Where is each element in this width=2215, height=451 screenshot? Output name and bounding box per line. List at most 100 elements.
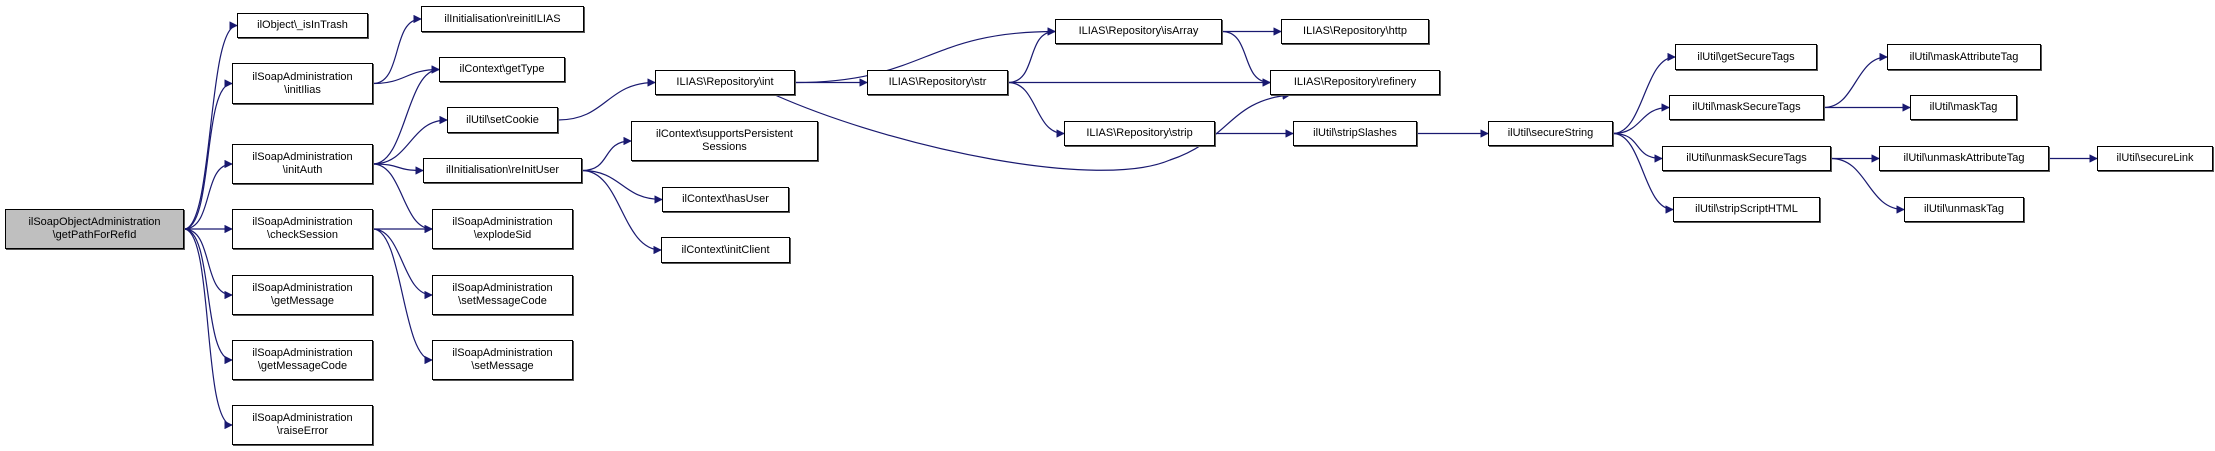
node-label-line: \checkSession: [267, 229, 338, 241]
node-mask-secure-tags[interactable]: ilUtil\maskSecureTags: [1669, 95, 1824, 120]
edge-root-to-raise-error: [183, 228, 233, 430]
node-label-line: ilUtil\maskAttributeTag: [1909, 50, 2019, 63]
node-is-in-trash[interactable]: ilObject\_isInTrash: [237, 13, 368, 38]
node-refinery[interactable]: ILIAS\Repository\refinery: [1270, 70, 1440, 95]
node-label-line: \explodeSid: [473, 229, 532, 241]
edge-init-ilias-to-reinit-ilias: [372, 14, 422, 85]
node-strip-script-html[interactable]: ilUtil\stripScriptHTML: [1673, 197, 1820, 222]
node-init-client[interactable]: ilContext\initClient: [661, 237, 790, 263]
node-label-line: ILIAS\Repository\strip: [1086, 127, 1193, 139]
node-init-ilias[interactable]: ilSoapAdministration\initIlias: [232, 63, 373, 104]
node-label-line: ILIAS\Repository\int: [676, 76, 774, 88]
edge-check-session-to-set-message-code: [372, 228, 433, 300]
node-get-message-code[interactable]: ilSoapAdministration\getMessageCode: [232, 340, 373, 380]
node-label-line: ilUtil\getSecureTags: [1697, 50, 1795, 63]
node-http[interactable]: ILIAS\Repository\http: [1281, 19, 1429, 44]
node-label-line: ilUtil\secureLink: [2116, 152, 2194, 164]
edge-is-array-to-refinery: [1221, 30, 1271, 87]
node-label-line: ilUtil\maskTag: [1929, 101, 1998, 113]
edge-init-auth-to-get-type: [372, 65, 440, 165]
edge-int-to-refinery: [774, 91, 1291, 171]
edge-root-to-get-message: [183, 228, 233, 300]
node-secure-string[interactable]: ilUtil\secureString: [1488, 121, 1613, 146]
edge-secure-string-to-unmask-secure-tags: [1612, 132, 1663, 163]
node-label-line: ilUtil\stripScriptHTML: [1695, 203, 1798, 215]
node-label-line: \getMessage: [271, 295, 334, 307]
node-label-line: ilInitialisation\reInitUser: [445, 164, 560, 176]
node-label-line: \setMessage: [471, 360, 534, 372]
node-re-init-user[interactable]: ilInitialisation\reInitUser: [423, 158, 582, 183]
node-label-line: ilSoapAdministration: [252, 216, 353, 228]
node-get-message[interactable]: ilSoapAdministration\getMessage: [232, 275, 373, 315]
node-get-type[interactable]: ilContext\getType: [439, 57, 565, 82]
node-secure-link[interactable]: ilUtil\secureLink: [2097, 146, 2213, 171]
node-label-line: ilSoapAdministration: [252, 347, 353, 359]
node-label-line: ILIAS\Repository\str: [888, 76, 987, 88]
edge-root-to-init-auth: [183, 159, 233, 230]
node-set-message-code[interactable]: ilSoapAdministration\setMessageCode: [432, 275, 573, 315]
node-label-line: ilSoapObjectAdministration: [28, 216, 161, 228]
edge-unmask-secure-tags-to-unmask-tag: [1830, 157, 1905, 214]
node-label-line: ilSoapAdministration: [252, 282, 353, 294]
node-set-cookie[interactable]: ilUtil\setCookie: [447, 107, 558, 133]
node-mask-attribute-tag[interactable]: ilUtil\maskAttributeTag: [1887, 44, 2041, 70]
node-label-line: ilUtil\unmaskTag: [1923, 203, 2005, 215]
node-label-line: ilUtil\secureString: [1507, 127, 1594, 139]
node-label-line: \initAuth: [282, 164, 323, 176]
edge-secure-string-to-strip-script-html: [1612, 132, 1674, 214]
edge-init-auth-to-re-init-user: [372, 163, 424, 175]
node-unmask-attribute-tag[interactable]: ilUtil\unmaskAttributeTag: [1879, 146, 2049, 171]
node-int[interactable]: ILIAS\Repository\int: [655, 70, 795, 95]
node-label-line: ilSoapAdministration: [452, 216, 553, 228]
node-unmask-secure-tags[interactable]: ilUtil\unmaskSecureTags: [1662, 146, 1831, 171]
node-label-line: ilContext\getType: [459, 63, 545, 75]
edge-secure-string-to-mask-secure-tags: [1612, 103, 1670, 135]
edge-re-init-user-to-init-client: [581, 169, 662, 255]
edge-secure-string-to-get-secure-tags: [1612, 52, 1676, 135]
node-has-user[interactable]: ilContext\hasUser: [662, 187, 789, 212]
edge-re-init-user-to-supports-persistent-sessions: [581, 136, 632, 172]
edge-int-to-is-array: [794, 27, 1056, 84]
edge-check-session-to-set-message: [372, 228, 433, 365]
node-unmask-tag[interactable]: ilUtil\unmaskTag: [1904, 197, 2024, 222]
node-is-array[interactable]: ILIAS\Repository\isArray: [1055, 19, 1222, 44]
node-mask-tag[interactable]: ilUtil\maskTag: [1910, 95, 2017, 120]
edge-re-init-user-to-has-user: [581, 169, 663, 204]
node-label-line: \getMessageCode: [257, 360, 348, 372]
node-label-line: ILIAS\Repository\refinery: [1293, 76, 1417, 88]
node-label-line: ilContext\supportsPersistent: [656, 128, 793, 140]
node-init-auth[interactable]: ilSoapAdministration\initAuth: [232, 144, 373, 184]
node-label-line: ilUtil\setCookie: [466, 113, 539, 126]
node-label-line: ilObject\_isInTrash: [257, 19, 348, 31]
edge-set-cookie-to-int: [557, 78, 656, 121]
node-label-line: ilSoapAdministration: [252, 412, 353, 424]
node-strip-slashes[interactable]: ilUtil\stripSlashes: [1293, 121, 1417, 146]
node-strip[interactable]: ILIAS\Repository\strip: [1064, 121, 1215, 146]
node-set-message[interactable]: ilSoapAdministration\setMessage: [432, 340, 573, 380]
node-label-line: ilUtil\unmaskAttributeTag: [1903, 152, 2025, 164]
edge-init-auth-to-explode-sid: [372, 163, 433, 234]
node-get-secure-tags[interactable]: ilUtil\getSecureTags: [1675, 44, 1817, 70]
node-check-session[interactable]: ilSoapAdministration\checkSession: [232, 209, 373, 249]
node-label-line: ilContext\hasUser: [682, 193, 769, 205]
edge-str-to-strip: [1007, 81, 1065, 138]
node-explode-sid[interactable]: ilSoapAdministration\explodeSid: [432, 209, 573, 249]
node-label-line: \setMessageCode: [458, 295, 547, 307]
edge-str-to-is-array: [1007, 27, 1056, 84]
node-root: ilSoapObjectAdministration\getPathForRef…: [5, 209, 184, 249]
node-label-line: ilSoapAdministration: [252, 151, 353, 163]
node-reinit-ilias[interactable]: ilInitialisation\reinitILIAS: [421, 6, 584, 32]
node-label-line: ilUtil\stripSlashes: [1313, 127, 1397, 139]
node-label-line: ilSoapAdministration: [452, 282, 553, 294]
edge-mask-secure-tags-to-mask-attribute-tag: [1823, 52, 1888, 109]
node-str[interactable]: ILIAS\Repository\str: [867, 70, 1008, 95]
node-raise-error[interactable]: ilSoapAdministration\raiseError: [232, 405, 373, 445]
node-label-line: ilContext\initClient: [681, 243, 770, 256]
node-label-line: ilSoapAdministration: [452, 347, 553, 359]
node-label-line: ilUtil\unmaskSecureTags: [1686, 152, 1807, 164]
edge-root-to-init-ilias: [183, 79, 233, 230]
edge-root-to-get-message-code: [183, 228, 233, 365]
